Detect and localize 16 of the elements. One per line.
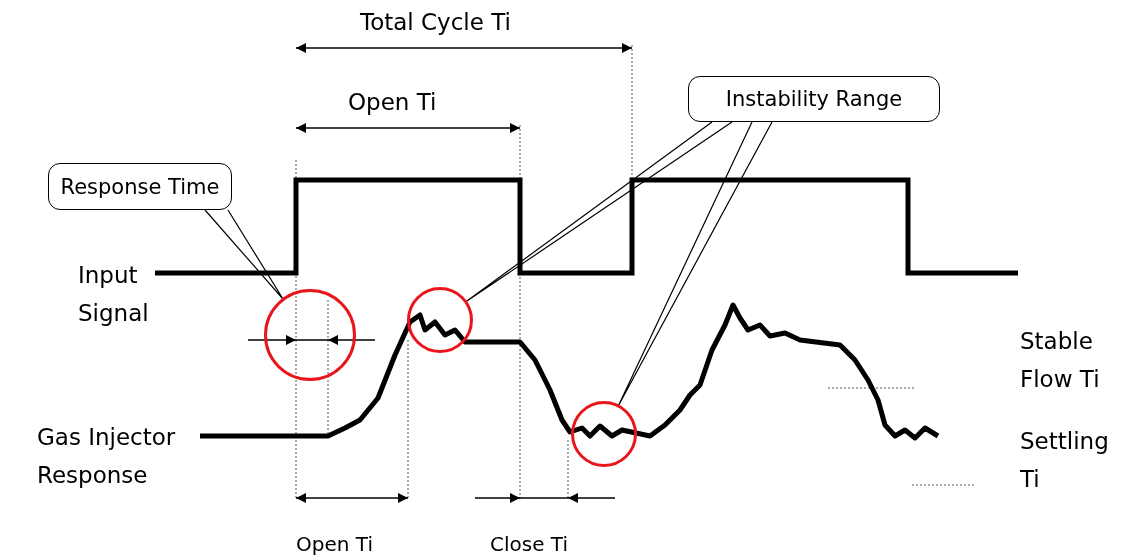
phase-label: Settling Ti — [1020, 427, 1110, 494]
dimension-label: Open Ti — [296, 531, 374, 558]
callout-pointer — [465, 121, 733, 303]
callout-box: Response Time — [48, 163, 232, 210]
dimension-label: Close Ti — [490, 531, 569, 558]
highlight-circle — [407, 287, 473, 353]
signal-label: Input Signal — [78, 261, 150, 328]
highlight-circle — [571, 401, 637, 467]
axis-title: Total Cycle Ti — [360, 8, 512, 37]
highlight-circle — [264, 289, 356, 381]
signal-label: Gas Injector Response — [37, 423, 177, 490]
callout-pointer — [204, 209, 284, 300]
phase-label: Stable Flow Ti — [1020, 327, 1101, 394]
callout-pointer — [617, 121, 773, 407]
callout-box: Instability Range — [688, 76, 940, 122]
dimension-label: Open Ti — [348, 88, 438, 117]
